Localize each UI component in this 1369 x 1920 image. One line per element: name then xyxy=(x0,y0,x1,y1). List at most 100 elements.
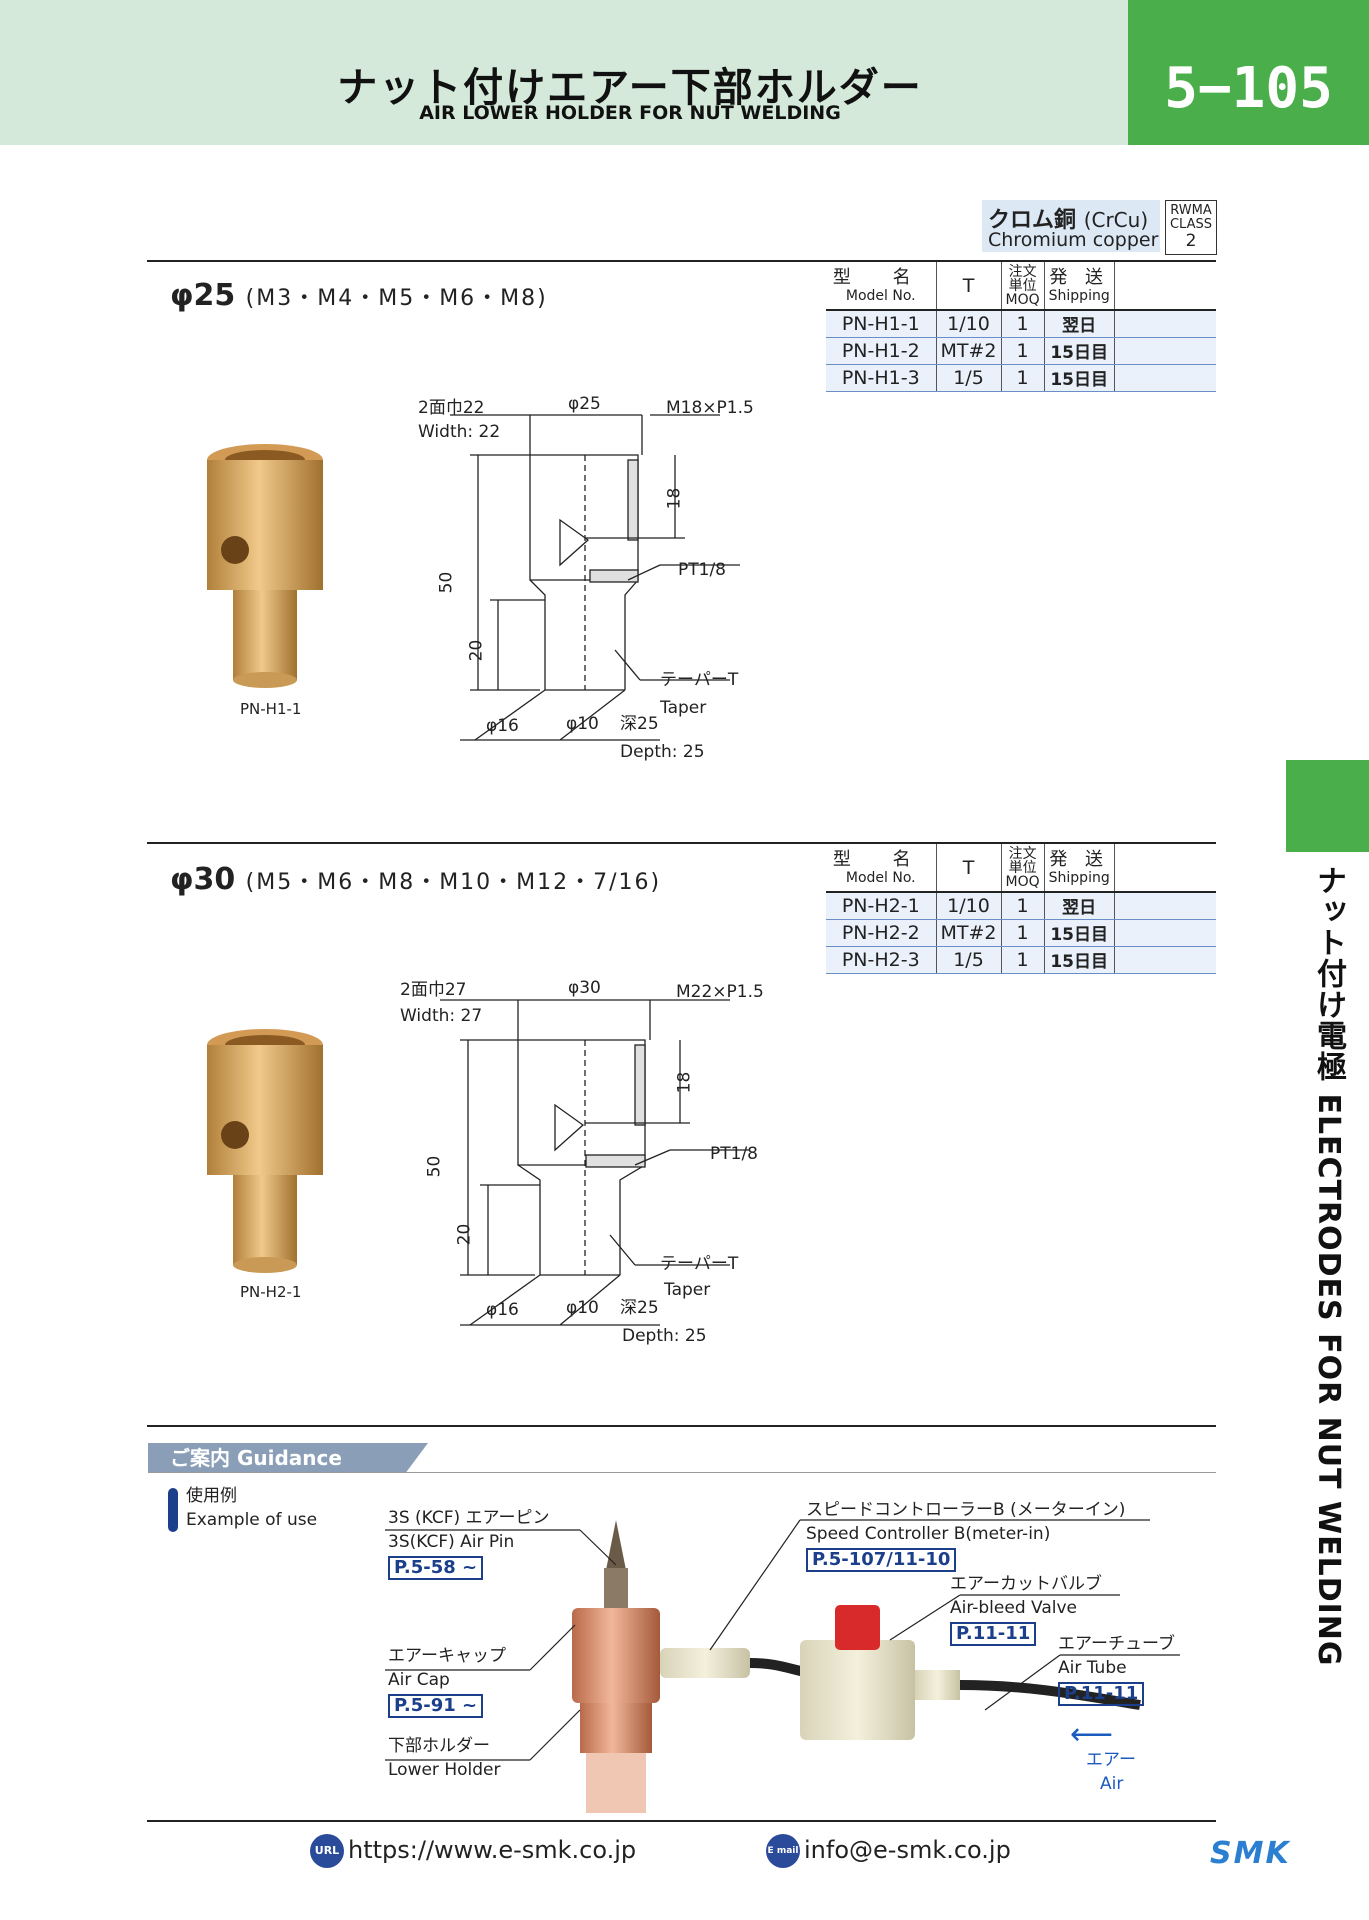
col-ship-jp: 発 送 xyxy=(1049,266,1110,288)
cell-blank xyxy=(1114,919,1216,947)
cell-moq: 1 xyxy=(1001,337,1045,365)
speed-ref-link[interactable]: P.5-107/11-10 xyxy=(806,1548,957,1572)
pin-ref[interactable]: P.5-58 ~ xyxy=(388,1556,484,1580)
cap-ref[interactable]: P.5-91 ~ xyxy=(388,1694,484,1718)
dia-top-label: φ30 xyxy=(568,978,601,998)
cell-t: 1/10 xyxy=(936,310,1002,338)
cell-moq: 1 xyxy=(1001,892,1045,920)
taper-label-jp: テーパーT xyxy=(660,1254,739,1274)
dia-16-label: φ16 xyxy=(486,1300,519,1320)
section-rule xyxy=(147,1425,1216,1427)
section-rule xyxy=(147,842,1216,844)
holder-label-jp: 下部ホルダー xyxy=(388,1736,490,1756)
air-label-jp: エアー xyxy=(1086,1750,1136,1770)
width-label-jp: 2面巾27 xyxy=(400,980,467,1000)
cap-ref-link[interactable]: P.5-91 ~ xyxy=(388,1694,484,1718)
air-label-en: Air xyxy=(1100,1774,1124,1794)
leader-lines xyxy=(385,1519,1180,1761)
pin-label-en: 3S(KCF) Air Pin xyxy=(388,1532,515,1552)
guidance-divider xyxy=(148,1472,1216,1473)
url-icon: URL xyxy=(310,1834,344,1868)
product-photo xyxy=(207,1029,323,1273)
footer-email[interactable]: info@e-smk.co.jp xyxy=(804,1836,1011,1864)
col-moq-en: MOQ xyxy=(1005,873,1040,890)
use-label-en: Example of use xyxy=(186,1510,318,1530)
usage-illustration xyxy=(572,1520,1141,1813)
cell-t: 1/5 xyxy=(936,364,1002,392)
pin-ref-link[interactable]: P.5-58 ~ xyxy=(388,1556,484,1580)
valve-ref-link[interactable]: P.11-11 xyxy=(950,1622,1037,1646)
col-model-jp: 型 名 xyxy=(832,266,929,288)
cell-ship: 翌日 xyxy=(1044,310,1115,338)
tube-ref[interactable]: P.11-11 xyxy=(1058,1682,1145,1706)
photo-caption: PN-H1-1 xyxy=(240,700,302,718)
col-model-en: Model No. xyxy=(845,869,916,886)
tube-ref-link[interactable]: P.11-11 xyxy=(1058,1682,1145,1706)
col-moq-jp: 注文単位 xyxy=(1008,845,1037,876)
section-dia: φ30 xyxy=(170,862,236,897)
dim-20: 20 xyxy=(466,639,487,662)
section-rule xyxy=(147,260,1216,262)
depth-label-jp: 深25 xyxy=(620,714,659,734)
page-title: ナット付けエアー下部ホルダー xyxy=(337,65,923,111)
cell-moq: 1 xyxy=(1001,919,1045,947)
cell-ship: 15日目 xyxy=(1044,946,1115,974)
cell-blank xyxy=(1114,310,1216,338)
taper-label-en: Taper xyxy=(664,1280,711,1300)
material-box xyxy=(982,200,1160,252)
col-moq-en: MOQ xyxy=(1005,291,1040,308)
col-t: T xyxy=(936,844,1002,893)
port-label: PT1/8 xyxy=(710,1144,758,1164)
valve-ref[interactable]: P.11-11 xyxy=(950,1622,1037,1646)
tube-label-jp: エアーチューブ xyxy=(1058,1634,1175,1654)
col-ship-en: Shipping xyxy=(1048,287,1110,304)
section-sizes: (M3・M4・M5・M6・M8) xyxy=(245,286,548,311)
port-label: PT1/8 xyxy=(678,560,726,580)
cell-model: PN-H1-3 xyxy=(826,364,937,392)
material-en: Chromium copper xyxy=(988,229,1159,251)
dim-50: 50 xyxy=(424,1155,445,1178)
photo-caption: PN-H2-1 xyxy=(240,1283,302,1301)
page-subtitle: AIR LOWER HOLDER FOR NUT WELDING xyxy=(419,102,841,124)
section-dia: φ25 xyxy=(170,278,236,313)
side-category-label: ナット付け電極 ELECTRODES FOR NUT WELDING xyxy=(1311,865,1346,1667)
speed-label-en: Speed Controller B(meter-in) xyxy=(806,1524,1051,1544)
dia-top-label: φ25 xyxy=(568,394,601,414)
cap-label-jp: エアーキャップ xyxy=(388,1646,506,1666)
footer-url[interactable]: https://www.e-smk.co.jp xyxy=(348,1836,637,1864)
material-jp: クロム銅 xyxy=(988,208,1077,233)
dia-10-label: φ10 xyxy=(566,714,599,734)
section-sizes: (M5・M6・M8・M10・M12・7/16) xyxy=(245,870,662,895)
depth-label-jp: 深25 xyxy=(620,1298,659,1318)
cell-blank xyxy=(1114,946,1216,974)
mail-icon: E mail xyxy=(766,1834,800,1868)
cell-t: MT#2 xyxy=(936,919,1002,947)
speed-ref[interactable]: P.5-107/11-10 xyxy=(806,1548,957,1572)
footer-rule xyxy=(147,1820,1216,1822)
cell-t: 1/5 xyxy=(936,946,1002,974)
taper-label-jp: テーパーT xyxy=(660,670,739,690)
tube-label-en: Air Tube xyxy=(1058,1658,1127,1678)
col-ship-jp: 発 送 xyxy=(1049,848,1110,870)
depth-label-en: Depth: 25 xyxy=(620,742,705,762)
arrow-left-icon: ⟵ xyxy=(1070,1717,1114,1752)
width-label-en: Width: 27 xyxy=(400,1006,483,1026)
cell-model: PN-H1-2 xyxy=(826,337,937,365)
dim-18: 18 xyxy=(674,1071,695,1094)
material-code: (CrCu) xyxy=(1083,208,1149,232)
cell-blank xyxy=(1114,337,1216,365)
col-t: T xyxy=(936,262,1002,311)
page-number: 5−105 xyxy=(1128,0,1369,145)
dia-16-label: φ16 xyxy=(486,716,519,736)
